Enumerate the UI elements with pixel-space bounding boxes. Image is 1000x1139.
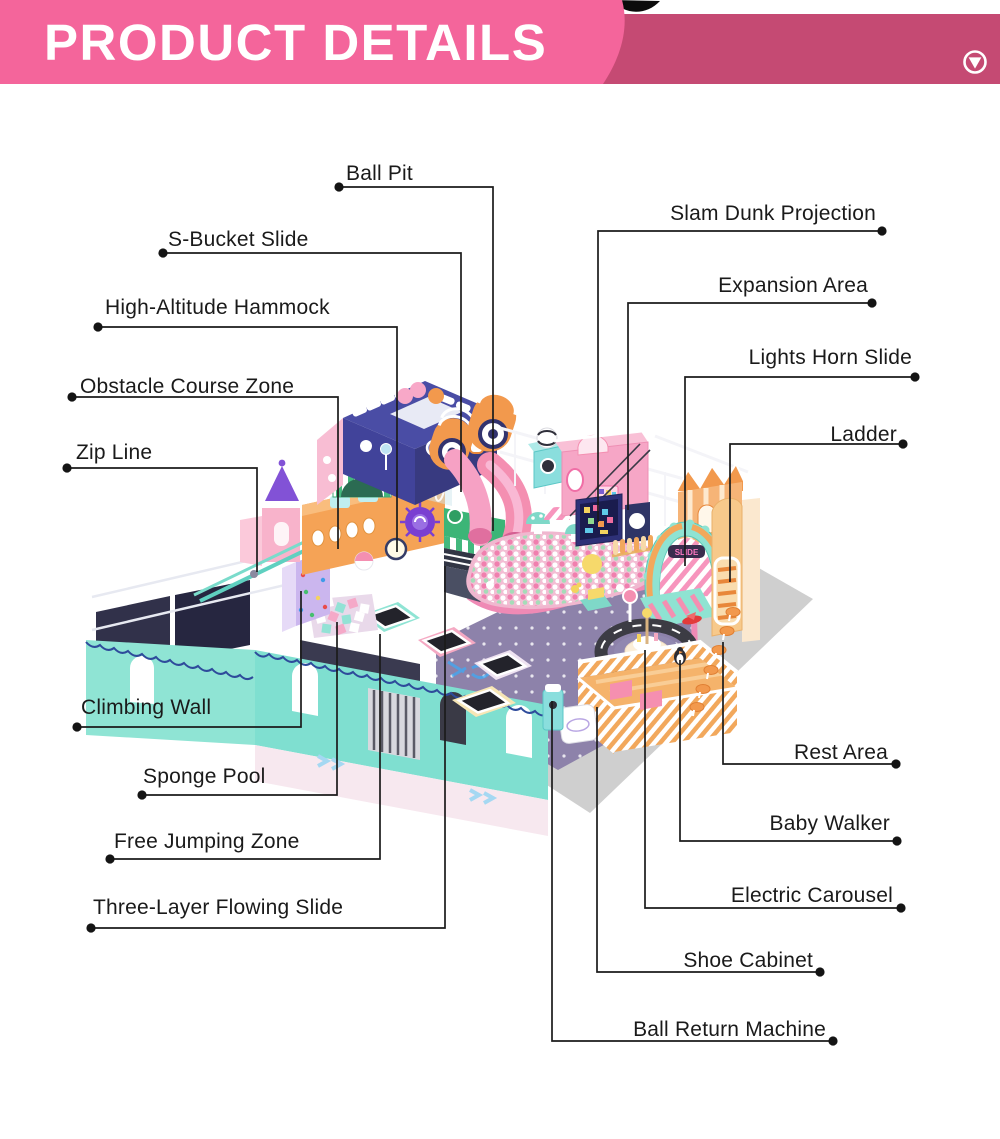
castle-turret <box>240 459 302 566</box>
banner-ribbon <box>0 0 625 84</box>
shoe-cabinet-box <box>558 704 598 744</box>
callout-label-ball-pit: Ball Pit <box>346 162 413 185</box>
page-title: PRODUCT DETAILS <box>44 13 548 71</box>
header-banner: PRODUCT DETAILS <box>0 0 1000 100</box>
toy-plane <box>682 612 702 625</box>
callout-label-high-altitude-hammock: High-Altitude Hammock <box>105 296 330 319</box>
ball-pit-area <box>466 507 659 610</box>
slide-sign: SLIDE <box>675 548 699 557</box>
banner-ribbon-graphic <box>0 0 1000 84</box>
rest-area-room <box>577 639 739 754</box>
callout-label-rest-area: Rest Area <box>793 741 888 764</box>
scroll-down-icon[interactable] <box>963 50 987 74</box>
sunburst-wheel <box>400 502 440 542</box>
ball-return-machine-box <box>542 684 564 731</box>
callout-label-ladder: Ladder <box>830 423 897 446</box>
callout-label-shoe-cabinet: Shoe Cabinet <box>683 949 813 972</box>
speaker-cube <box>528 427 563 489</box>
banner-dark-band <box>600 14 1000 84</box>
callout-label-sponge-pool: Sponge Pool <box>143 765 266 788</box>
callout-label-obstacle-course-zone: Obstacle Course Zone <box>80 375 295 398</box>
callout-label-free-jumping-zone: Free Jumping Zone <box>114 830 300 853</box>
callout-label-baby-walker: Baby Walker <box>769 812 890 835</box>
callout-label-s-bucket-slide: S-Bucket Slide <box>168 228 309 251</box>
picket-fence <box>611 535 657 558</box>
callout-label-zip-line: Zip Line <box>76 441 153 464</box>
ladder-structure <box>711 497 760 642</box>
callout-label-electric-carousel: Electric Carousel <box>730 884 893 907</box>
callout-label-expansion-area: Expansion Area <box>718 274 868 297</box>
callout-label-three-layer-flowing-slide: Three-Layer Flowing Slide <box>93 896 344 919</box>
callout-label-ball-return-machine: Ball Return Machine <box>633 1018 826 1041</box>
callout-label-climbing-wall: Climbing Wall <box>81 696 212 719</box>
callout-label-slam-dunk-projection: Slam Dunk Projection <box>670 202 876 225</box>
banner-fold-shadow <box>612 0 660 12</box>
floor-toys <box>571 582 638 622</box>
callout-label-lights-horn-slide: Lights Horn Slide <box>748 346 912 369</box>
